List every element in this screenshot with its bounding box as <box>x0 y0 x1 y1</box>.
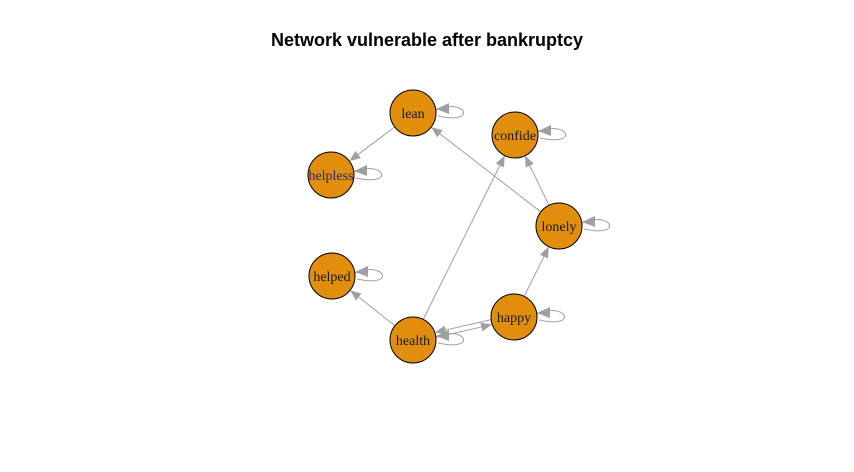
node-lean: lean <box>389 89 437 137</box>
self-loop-happy <box>536 307 566 323</box>
self-loop-health <box>435 330 465 346</box>
edge-health-to-helped <box>350 290 396 327</box>
self-loop-confide <box>537 125 567 141</box>
node-label-lonely: lonely <box>542 220 577 235</box>
node-health: health <box>389 316 437 364</box>
edge-happy-to-lonely <box>523 246 549 297</box>
self-loop-helped <box>354 266 384 282</box>
node-confide: confide <box>491 111 539 159</box>
node-label-lean: lean <box>401 107 424 122</box>
node-label-health: health <box>396 334 430 349</box>
self-loop-helpless <box>353 165 383 181</box>
edge-health-to-confide <box>422 155 505 320</box>
diagram-title: Network vulnerable after bankruptcy <box>270 30 584 50</box>
node-helped: helped <box>308 252 356 300</box>
node-lonely: lonely <box>535 202 583 250</box>
edge-lonely-to-lean <box>431 127 542 213</box>
node-label-helpless: helpless <box>308 169 353 184</box>
node-label-helped: helped <box>313 270 350 285</box>
node-label-happy: happy <box>497 311 531 326</box>
self-loops-layer <box>353 103 611 346</box>
node-label-confide: confide <box>494 129 536 144</box>
nodes-layer: lean confide helpless lonely helped happy heal… <box>307 89 583 364</box>
edge-lean-to-helpless <box>349 126 395 162</box>
edge-lonely-to-confide <box>525 155 550 206</box>
edge-happy-to-health <box>434 319 492 335</box>
self-loop-lean <box>435 103 465 119</box>
self-loop-lonely <box>581 216 611 232</box>
node-happy: happy <box>490 293 538 341</box>
node-helpless: helpless <box>307 151 355 199</box>
